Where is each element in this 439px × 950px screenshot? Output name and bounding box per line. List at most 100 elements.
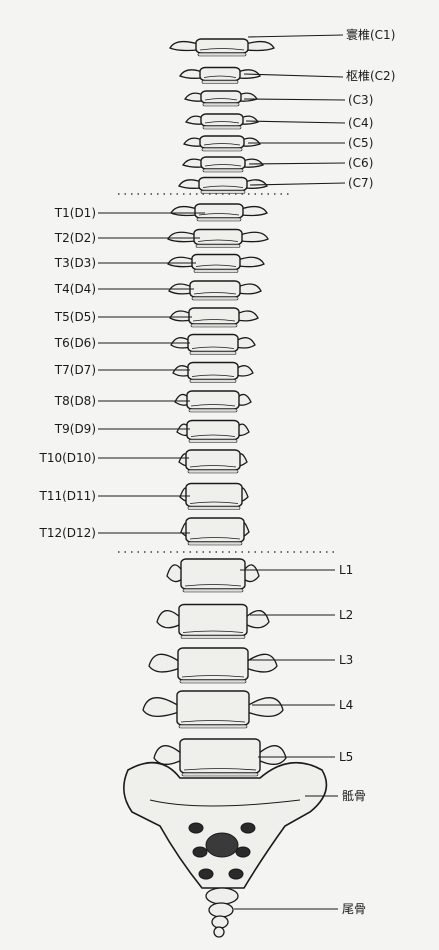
- body-shading-l5: [183, 768, 257, 771]
- vertebral-body-t3: [191, 253, 241, 271]
- body-shading-t3: [195, 264, 237, 267]
- disc-t8: [188, 408, 238, 413]
- body-shading-l1: [184, 584, 242, 587]
- disc-c3: [202, 102, 240, 107]
- label-c1: 寰椎(C1): [346, 28, 396, 42]
- leader-c2: [243, 73, 344, 78]
- vertebra-t9: [176, 419, 250, 443]
- transverse-process-right-t6: [235, 337, 256, 349]
- disc-c7: [200, 190, 246, 194]
- vertebra-t6: [170, 333, 256, 355]
- vertebral-body-t10: [185, 449, 241, 471]
- disc-l4: [178, 724, 248, 729]
- label-l5: L5: [339, 750, 354, 764]
- sacral-foramen-1: [188, 822, 204, 834]
- disc-c2: [201, 80, 239, 84]
- disc-l2: [180, 635, 246, 639]
- label-c6: (C6): [348, 156, 374, 170]
- vertebra-c1: [169, 38, 275, 57]
- vertebrae: [123, 38, 328, 938]
- vertebra-t2: [167, 228, 269, 248]
- body-shading-t9: [190, 434, 236, 437]
- transverse-process-left-c5: [183, 137, 203, 147]
- vertebra-t5: [169, 307, 259, 328]
- body-shading-t5: [192, 319, 236, 322]
- vertebra-l2: [156, 603, 270, 639]
- transverse-process-right-t3: [237, 256, 265, 268]
- transverse-process-left-t7: [172, 365, 191, 377]
- label-t11: T11(D11): [39, 489, 96, 503]
- body-shading-c2: [203, 75, 237, 78]
- body-shading-t8: [190, 404, 236, 407]
- label-l3: L3: [339, 653, 354, 667]
- vertebral-body-c4: [200, 113, 244, 127]
- disc-c6: [202, 168, 244, 173]
- coccygeal-segment-4: [213, 926, 225, 938]
- vertebra-c5: [183, 135, 261, 152]
- disc-t11: [187, 506, 241, 510]
- vertebral-body-t5: [188, 307, 240, 325]
- vertebra-t10: [178, 449, 248, 474]
- transverse-process-right-l3: [245, 653, 278, 673]
- body-shading-t10: [189, 465, 237, 468]
- label-t2: T2(D2): [54, 231, 96, 245]
- vertebral-body-c1: [195, 38, 249, 54]
- sacrum: [123, 761, 328, 889]
- vertebra-l3: [148, 647, 278, 684]
- label-t10: T10(D10): [39, 451, 96, 465]
- transverse-process-left-l2: [156, 610, 182, 629]
- body-shading-t1: [198, 213, 240, 216]
- transverse-process-left-t3: [167, 256, 195, 268]
- transverse-process-right-c6: [242, 158, 264, 168]
- transverse-process-right-t7: [235, 365, 254, 377]
- vertebral-body-l5: [179, 738, 261, 774]
- vertebra-t4: [168, 280, 262, 301]
- vertebral-body-t1: [194, 203, 244, 219]
- coccygeal-segment-2: [208, 902, 234, 918]
- body-shading-t11: [189, 501, 239, 504]
- vertebra-l5: [153, 738, 287, 777]
- transverse-process-right-c5: [241, 137, 261, 147]
- label-t12: T12(D12): [39, 526, 96, 540]
- vertebra-c7: [178, 176, 268, 194]
- sacral-foramen-4: [235, 846, 251, 858]
- body-shading-t6: [191, 346, 235, 349]
- label-l2: L2: [339, 608, 354, 622]
- label-t6: T6(D6): [54, 336, 96, 350]
- vertebral-body-t9: [186, 419, 240, 441]
- transverse-process-right-l5: [257, 745, 287, 765]
- transverse-process-left-c2: [179, 69, 203, 79]
- label-c3: (C3): [348, 93, 374, 107]
- label-coccyx: 尾骨: [342, 902, 367, 916]
- body-shading-t4: [193, 292, 237, 295]
- body-shading-c5: [203, 143, 241, 146]
- disc-t7: [189, 379, 237, 383]
- vertebral-body-c6: [200, 156, 246, 170]
- vertebral-body-c5: [199, 135, 245, 149]
- transverse-process-left-c4: [185, 115, 204, 125]
- coccygeal-segment-1: [205, 887, 239, 905]
- label-sacrum: 骶骨: [342, 789, 367, 803]
- body-shading-t2: [197, 239, 239, 242]
- transverse-process-right-t2: [239, 231, 269, 243]
- disc-c5: [201, 147, 243, 152]
- transverse-process-right-c1: [245, 40, 275, 52]
- sacrum-ridge: [149, 799, 301, 807]
- disc-t4: [191, 296, 239, 301]
- body-shading-c3: [204, 98, 238, 101]
- sacral-foramen-3: [192, 846, 208, 858]
- vertebra-t12: [180, 517, 250, 546]
- coccyx: [205, 887, 239, 938]
- transverse-process-left-l3: [148, 653, 181, 673]
- transverse-process-left-t2: [167, 231, 197, 243]
- label-t7: T7(D7): [54, 363, 96, 377]
- transverse-process-left-c7: [178, 179, 202, 189]
- vertebra-l4: [142, 690, 284, 729]
- disc-t5: [190, 323, 238, 328]
- transverse-process-right-t5: [236, 310, 259, 322]
- body-shading-l4: [180, 720, 246, 723]
- disc-c1: [197, 52, 247, 57]
- body-shading-l3: [181, 675, 245, 678]
